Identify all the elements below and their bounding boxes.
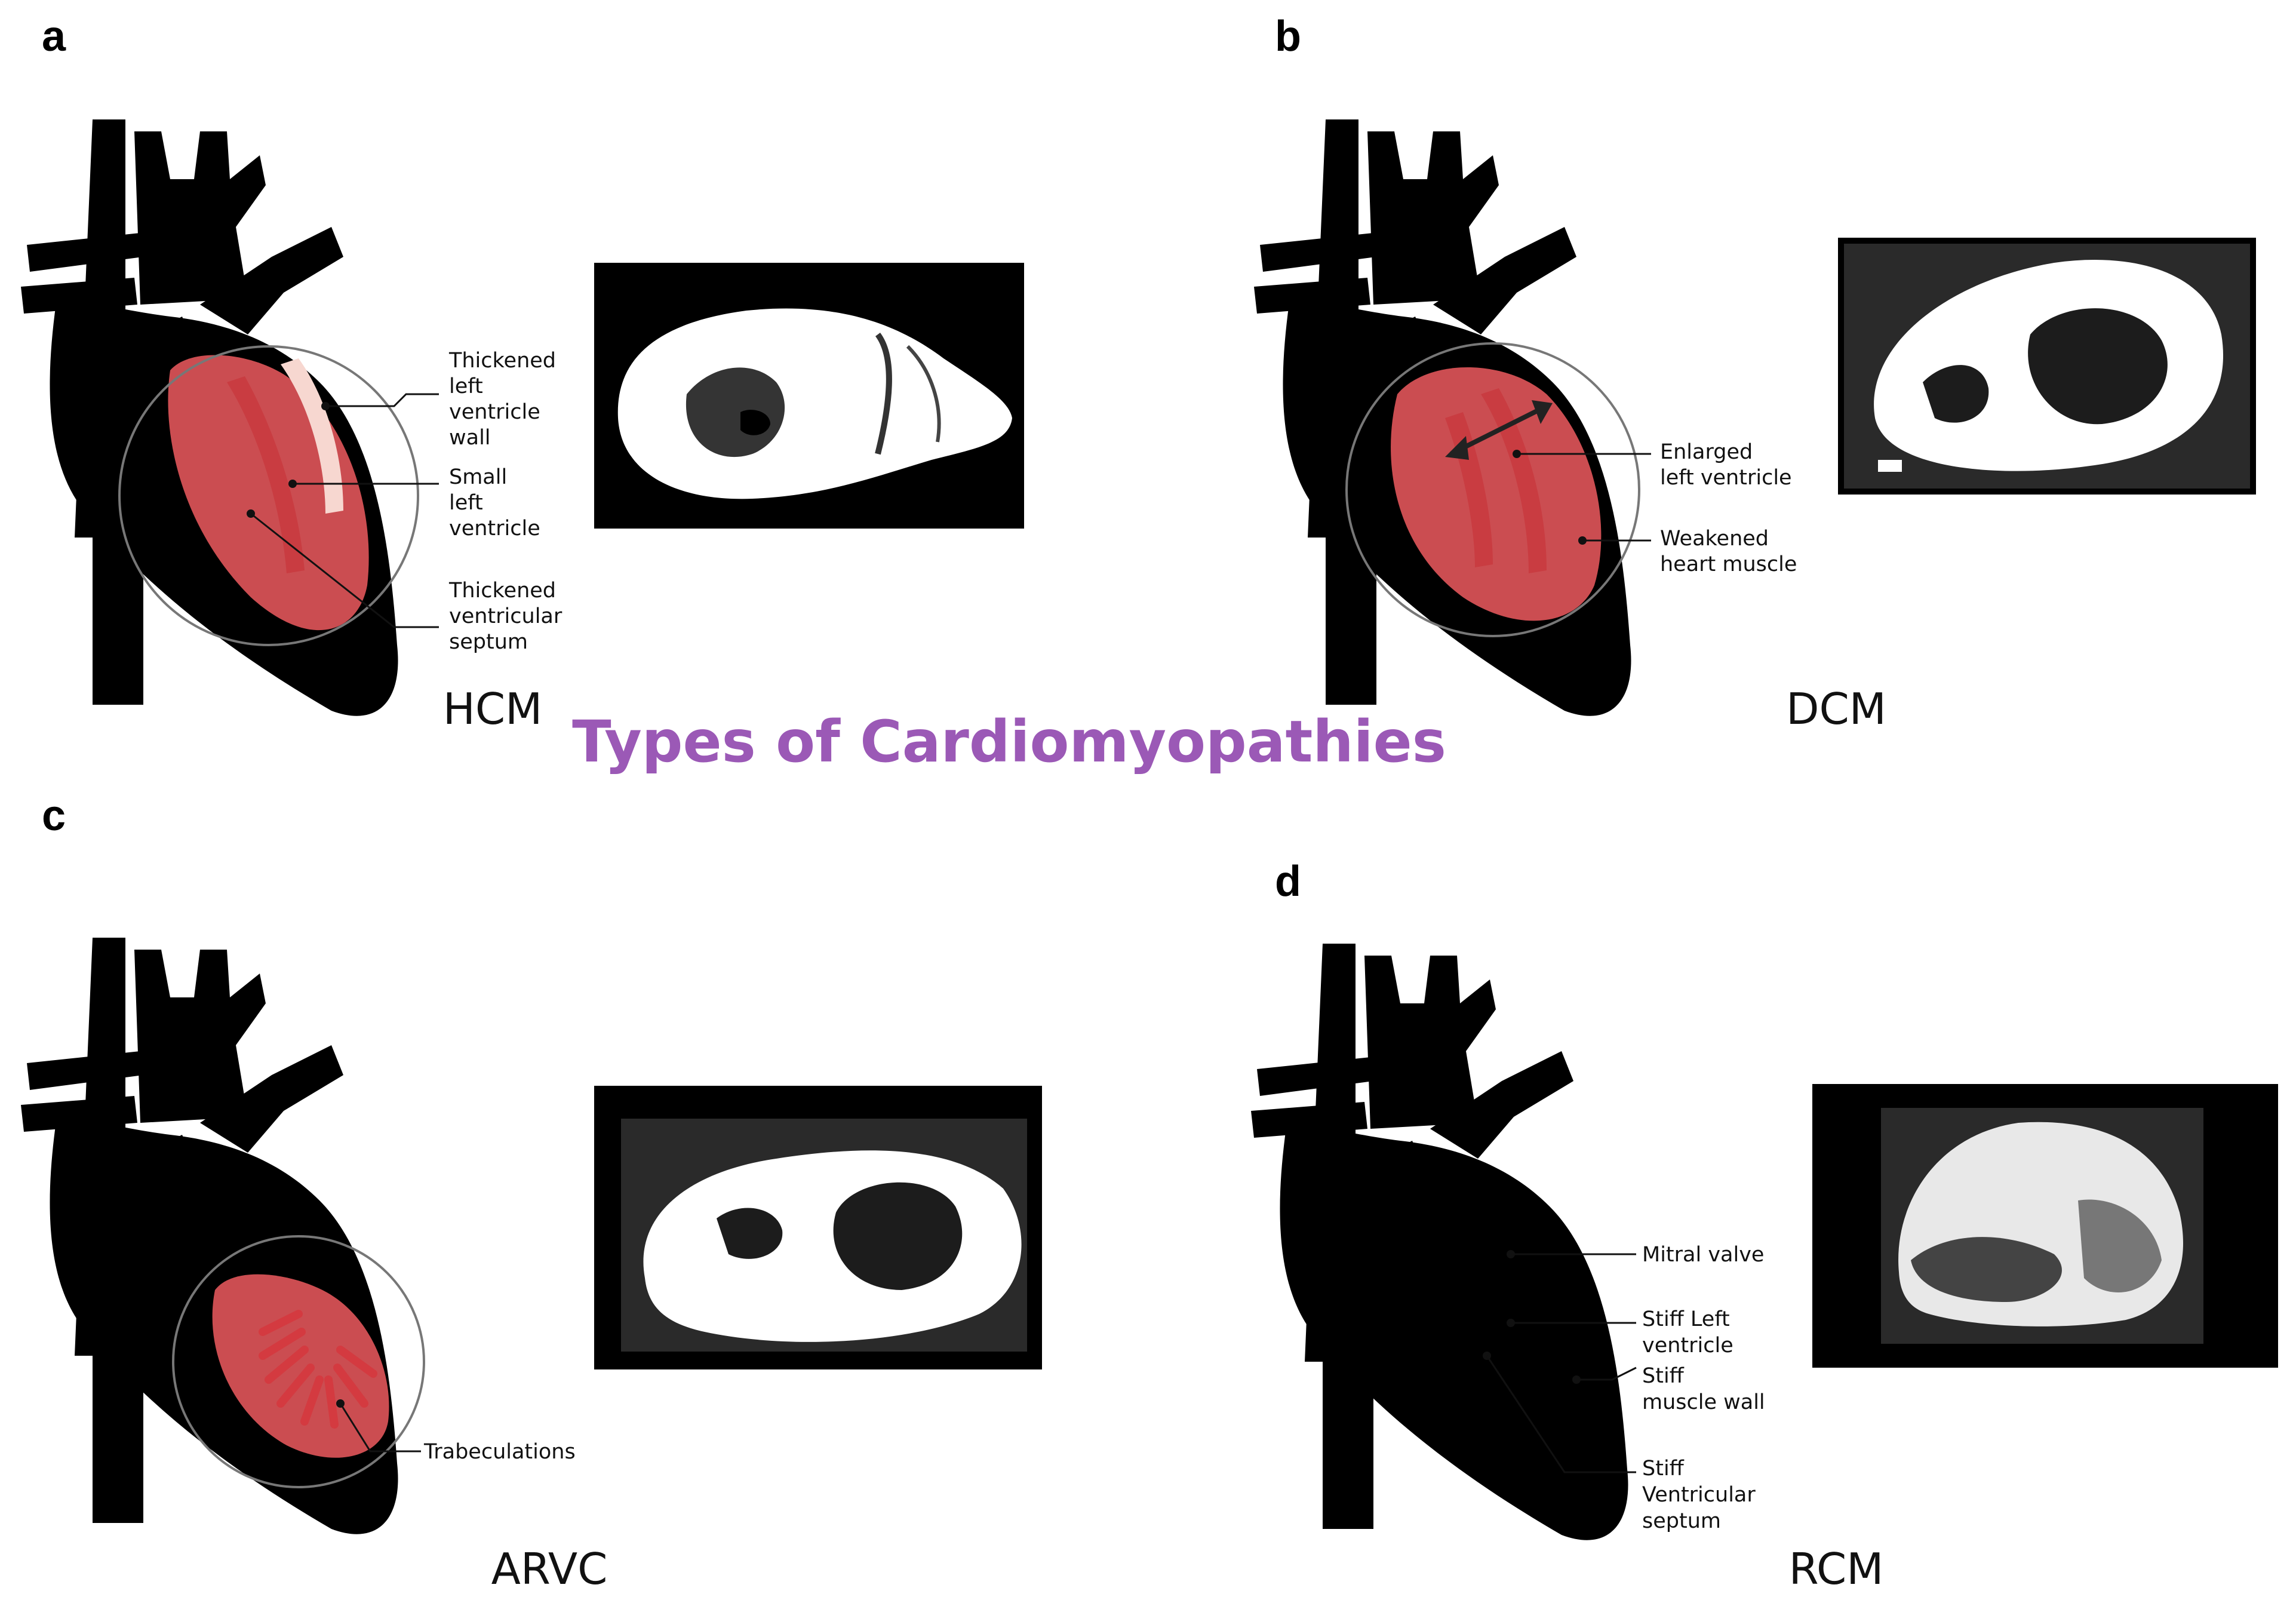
figure-title: Types of Cardiomyopathies (572, 708, 1446, 775)
heart-illustration-d (1251, 944, 1628, 1540)
panel-b: b Enlarged left ventricle Weakened heart… (1254, 13, 2256, 734)
panel-letter-d: d (1275, 858, 1301, 905)
hcm-cross-section-image (594, 263, 1024, 529)
zoom-circle-a (118, 345, 419, 646)
zoom-circle-c (172, 1235, 425, 1488)
panel-b-abbreviation: DCM (1786, 684, 1886, 734)
panel-letter-b: b (1275, 13, 1301, 60)
panel-letter-c: c (42, 792, 66, 840)
hcm-label-thickened-wall: Thickened left ventricle wall (448, 349, 563, 450)
dcm-label-weakened-muscle: Weakened heart muscle (1660, 527, 1797, 576)
arvc-cross-section-image (594, 1086, 1042, 1369)
dcm-cross-section-image (1838, 238, 2256, 495)
dcm-highlight-lv (1391, 367, 1602, 621)
arvc-label-trabeculations: Trabeculations (423, 1440, 576, 1464)
hcm-label-small-lv: Small left ventricle (449, 465, 540, 541)
rcm-cross-section-image (1812, 1084, 2278, 1368)
panel-c-abbreviation: ARVC (491, 1544, 608, 1594)
dcm-label-enlarged-lv: Enlarged left ventricle (1660, 440, 1792, 490)
panel-c: c Trabeculations ARVC (21, 792, 1042, 1594)
zoom-circle-b (1345, 342, 1640, 637)
rcm-label-mitral-valve: Mitral valve (1642, 1243, 1764, 1267)
hcm-label-thickened-septum: Thickened ventricular septum (448, 579, 568, 654)
rcm-label-stiff-muscle-wall: Stiff muscle wall (1642, 1364, 1765, 1414)
rcm-label-stiff-septum: Stiff Ventricular septum (1642, 1457, 1762, 1533)
panel-a: a Thickened left ventricle wall Small le… (21, 13, 1024, 734)
panel-letter-a: a (42, 13, 66, 60)
panel-a-abbreviation: HCM (443, 684, 543, 734)
panel-d: d Mitral valve Stiff Left ventricle Stif… (1251, 858, 2278, 1594)
rcm-label-stiff-lv: Stiff Left ventricle (1642, 1307, 1736, 1358)
panel-d-abbreviation: RCM (1789, 1544, 1884, 1594)
